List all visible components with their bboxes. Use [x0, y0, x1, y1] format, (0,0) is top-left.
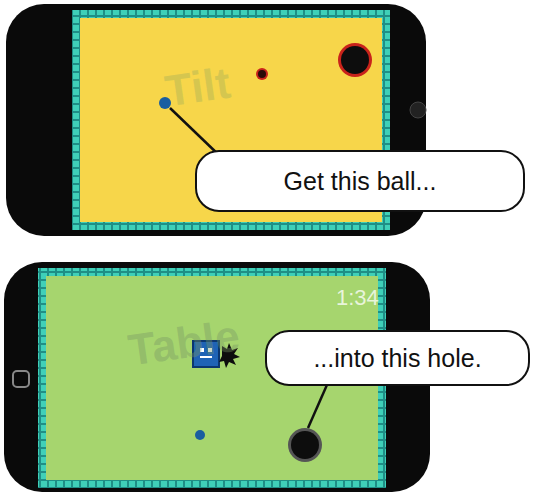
red-ball-core — [258, 70, 266, 78]
speech-bubble: ...into this hole. — [265, 330, 530, 386]
hole-rim — [288, 428, 322, 462]
home-button — [410, 102, 426, 118]
watermark: Tilt — [162, 58, 234, 117]
callout-text: ...into this hole. — [313, 344, 481, 373]
callout-text: Get this ball... — [284, 167, 437, 196]
hole-rim — [338, 43, 372, 77]
home-button — [13, 371, 29, 387]
hole — [291, 431, 319, 459]
red-ball — [256, 68, 268, 80]
speech-bubble: Get this ball... — [195, 150, 525, 212]
timer: 1:34 — [336, 285, 379, 311]
blue-ball — [195, 430, 205, 440]
hole — [341, 46, 369, 74]
